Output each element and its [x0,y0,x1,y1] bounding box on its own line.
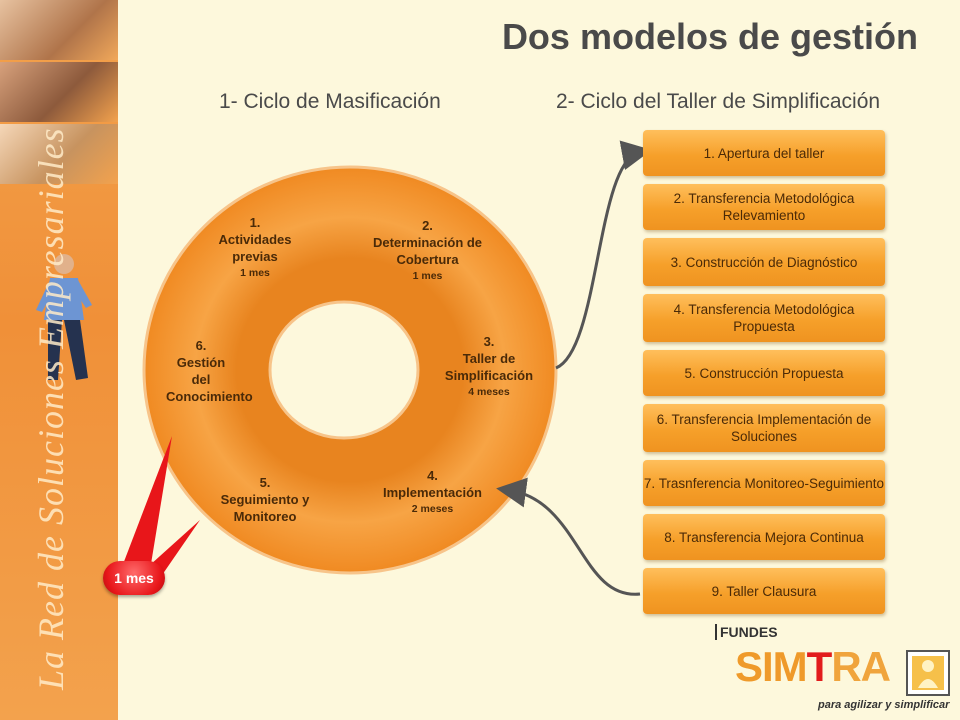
section-title-masificacion: 1- Ciclo de Masificación [219,90,441,113]
workshop-step-4[interactable]: 4. Transferencia Metodológica Propuesta [643,294,885,342]
workshop-step-3[interactable]: 3. Construcción de Diagnóstico [643,238,885,286]
workshop-step-2[interactable]: 2. Transferencia Metodológica Relevamien… [643,184,885,230]
segment-5: 5. Seguimiento y Monitoreo [220,475,310,524]
cycle-ring [142,165,558,575]
connector-arrow-to-step-1 [555,140,652,370]
workshop-step-9[interactable]: 9. Taller Clausura [643,568,885,614]
sidebar-photo [0,0,118,60]
workshop-step-6[interactable]: 6. Transferencia Implementación de Soluc… [643,404,885,452]
connector-arrow-from-step-9 [496,477,641,596]
sidebar-photo [0,124,118,184]
callout-pointer [150,520,200,578]
page-title: Dos modelos de gestión [501,16,918,57]
section-title-taller: 2- Ciclo del Taller de Simplificación [556,90,881,113]
sidebar-photo [0,62,118,122]
workshop-step-8[interactable]: 8. Transferencia Mejora Continua [643,514,885,560]
running-businessman-icon [36,254,92,380]
segment-4: 4. Implementación 2 meses [383,468,482,515]
duration-callout-badge: 1 mes [103,561,165,595]
workshop-step-7[interactable]: 7. Trasnferencia Monitoreo-Seguimiento [643,460,885,506]
simtra-person-icon [906,650,950,696]
segment-3: 3. Taller de Simplificación 4 meses [444,334,534,398]
workshop-step-1[interactable]: 1. Apertura del taller [643,130,885,176]
segment-6: 6. Gestión del Conocimiento [166,338,253,404]
simtra-logo: SIMTRA [735,643,891,690]
workshop-step-5[interactable]: 5. Construcción Propuesta [643,350,885,396]
fundes-logo: FUNDES [715,624,778,640]
segment-1: 1. Actividades previas 1 mes [218,215,292,279]
brand-sidebar: La Red de Soluciones Empresariales [0,0,118,720]
simtra-tagline: para agilizar y simplificar [818,699,950,711]
callout-pointer [120,436,172,572]
segment-2: 2. Determinación de Cobertura 1 mes [372,218,483,282]
